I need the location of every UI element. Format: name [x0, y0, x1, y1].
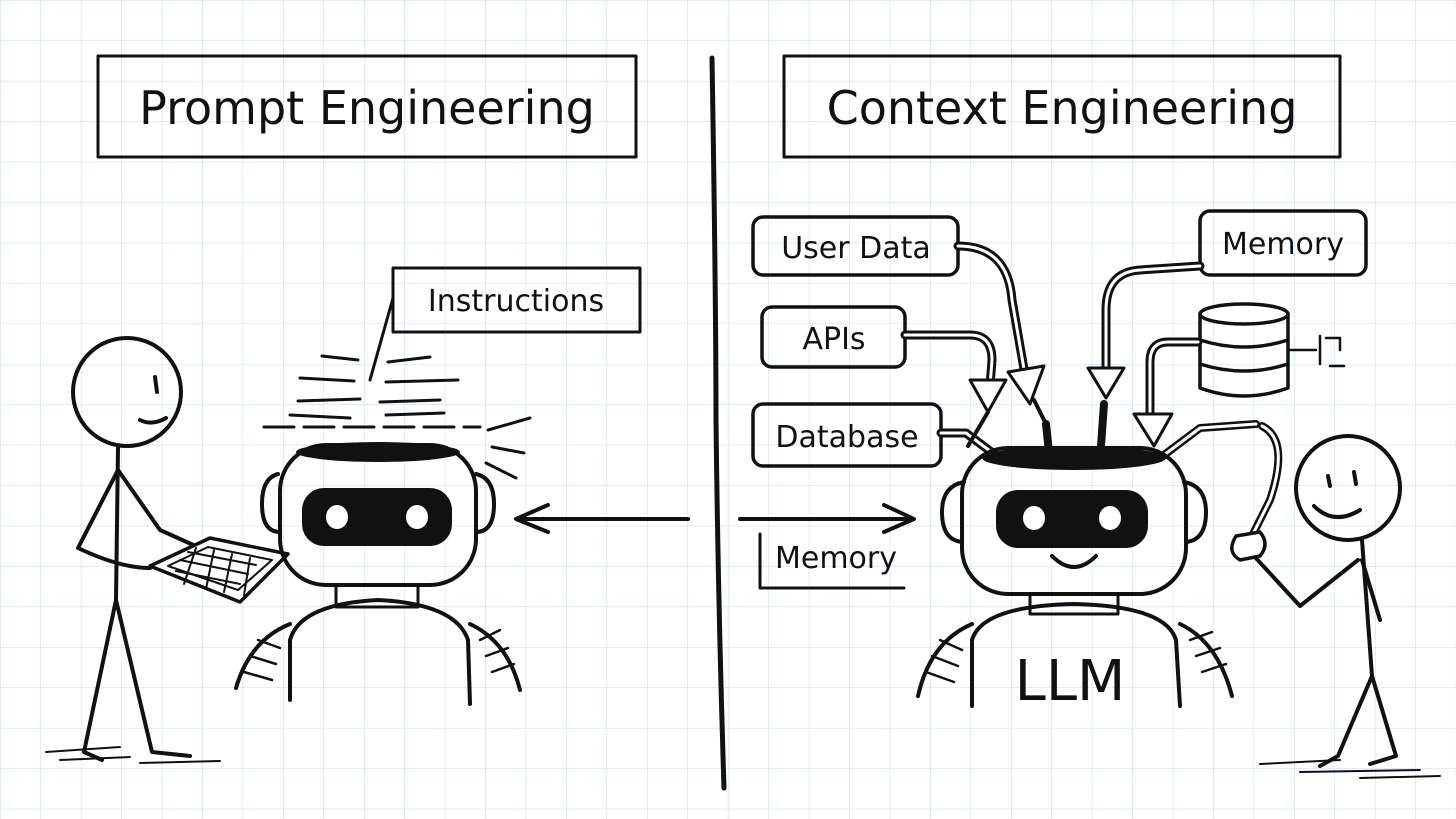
llm-label: LLM	[1015, 649, 1126, 714]
svg-text:Database: Database	[775, 420, 918, 455]
svg-text:User Data: User Data	[781, 231, 931, 266]
svg-text:Memory: Memory	[1222, 227, 1344, 262]
svg-text:APIs: APIs	[802, 322, 865, 357]
left-title: Prompt Engineering	[139, 81, 595, 135]
right-title: Context Engineering	[827, 81, 1298, 135]
instructions-label: Instructions	[428, 284, 604, 319]
svg-text:Memory: Memory	[775, 541, 897, 576]
